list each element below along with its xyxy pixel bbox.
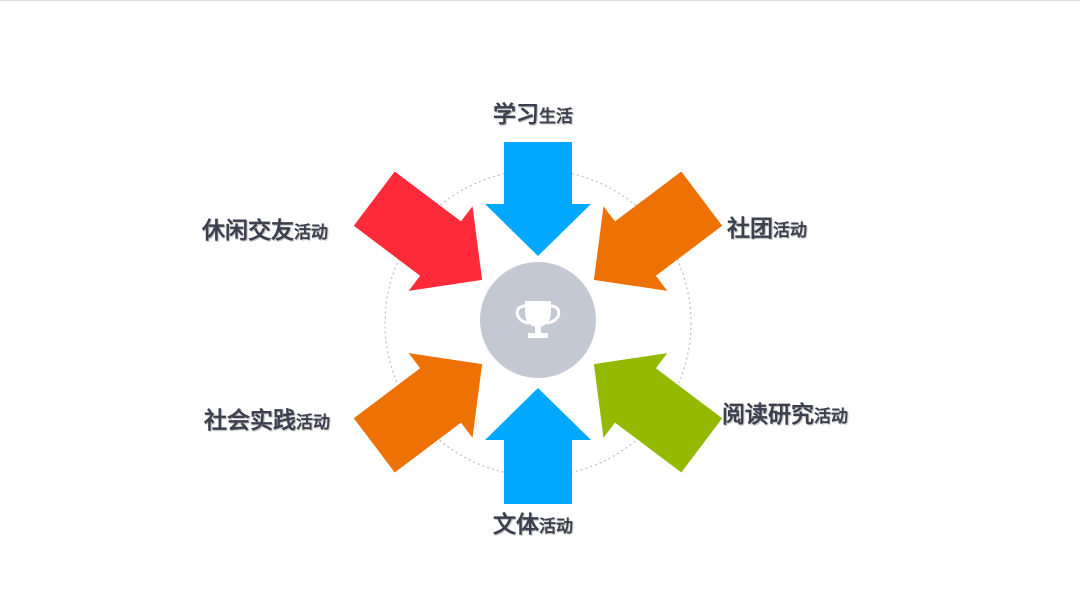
arrow-study: [485, 142, 591, 256]
arrow-social: [353, 353, 483, 473]
label-reading: 阅读研究活动: [722, 402, 848, 428]
label-social: 社会实践活动: [204, 408, 330, 434]
label-culture: 文体活动: [493, 512, 573, 538]
arrow-club: [593, 171, 723, 291]
top-border-line: [0, 0, 1080, 1]
label-leisure: 休闲交友活动: [202, 218, 328, 244]
label-club: 社团活动: [727, 216, 807, 242]
arrow-leisure: [353, 171, 483, 291]
arrow-reading: [593, 353, 723, 473]
trophy-icon: [515, 301, 561, 338]
label-study: 学习生活: [493, 102, 573, 128]
arrow-culture: [485, 388, 591, 504]
